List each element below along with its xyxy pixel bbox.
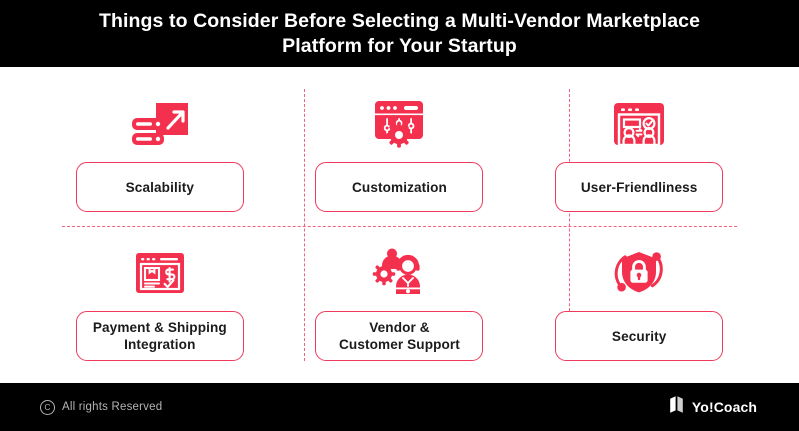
item-card-payment-shipping[interactable]: Payment & Shipping Integration	[75, 311, 244, 361]
grid-item-scalability[interactable]: Scalability	[40, 77, 280, 226]
server-growth-arrow-icon	[130, 91, 190, 149]
grid-item-payment-shipping[interactable]: Payment & Shipping Integration	[40, 226, 280, 375]
brand-logo[interactable]: Yo!Coach	[669, 395, 757, 419]
item-label: Payment & Shipping Integration	[92, 320, 227, 352]
grid-item-vendor-support[interactable]: Vendor & Customer Support	[280, 226, 520, 375]
grid-item-user-friendliness[interactable]: User-Friendliness	[519, 77, 759, 226]
divider-vertical-1	[304, 89, 305, 361]
divider-vertical-2	[569, 89, 570, 361]
item-card-scalability[interactable]: Scalability	[75, 162, 244, 212]
browser-users-check-icon	[610, 91, 668, 149]
item-card-security[interactable]: Security	[555, 311, 724, 361]
copyright: C All rights Reserved	[40, 399, 163, 415]
item-card-user-friendliness[interactable]: User-Friendliness	[555, 162, 724, 212]
page-title: Things to Consider Before Selecting a Mu…	[98, 9, 701, 57]
browser-package-payment-icon	[132, 240, 188, 298]
yocoach-logo-icon	[669, 395, 686, 419]
divider-horizontal	[62, 226, 737, 227]
shield-lock-icon	[611, 240, 667, 298]
copyright-icon: C	[40, 399, 55, 415]
grid-item-customization[interactable]: Customization	[280, 77, 520, 226]
item-label: User-Friendliness	[580, 179, 698, 195]
content-area: Scalability	[0, 67, 799, 383]
item-card-customization[interactable]: Customization	[315, 162, 484, 212]
item-card-vendor-support[interactable]: Vendor & Customer Support	[315, 311, 484, 361]
item-label: Security	[611, 328, 667, 344]
item-label: Vendor & Customer Support	[339, 320, 460, 352]
header-band: Things to Consider Before Selecting a Mu…	[0, 0, 799, 67]
copyright-text: All rights Reserved	[62, 401, 163, 413]
item-label: Customization	[352, 179, 447, 195]
grid-item-security[interactable]: Security	[519, 226, 759, 375]
browser-sliders-gear-icon	[371, 91, 427, 149]
brand-name: Yo!Coach	[691, 399, 757, 415]
vendor-support-people-icon	[370, 240, 428, 298]
items-grid: Scalability	[40, 77, 759, 375]
footer-band: C All rights Reserved Yo!Coach	[0, 383, 799, 431]
item-label: Scalability	[125, 179, 194, 195]
